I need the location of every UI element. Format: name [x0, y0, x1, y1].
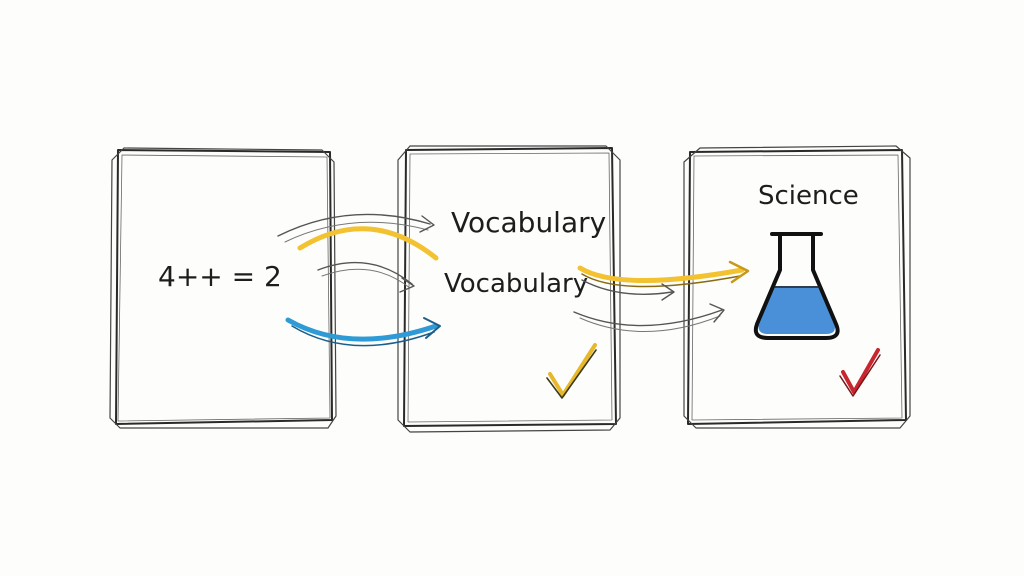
panel-language: Vocabulary Vocabulary	[397, 145, 621, 433]
checkmark-stroke	[548, 343, 597, 397]
arrow-icon	[321, 268, 411, 289]
arrow-icon	[577, 265, 745, 284]
arrow-head	[661, 283, 675, 301]
arrows-language-to-science	[573, 260, 750, 332]
checkmark-stroke	[841, 348, 880, 394]
checkmark-outline	[546, 349, 597, 399]
arrow-icon	[581, 279, 673, 295]
arrow-icon	[277, 213, 431, 237]
arrow-head	[419, 215, 435, 233]
panel-frame-sketch	[109, 147, 337, 429]
arrow-head	[728, 260, 750, 284]
panel-math: 4++ = 2	[109, 147, 337, 429]
arrow-icon	[285, 317, 439, 342]
arrow-icon	[579, 315, 721, 332]
flask-body	[753, 234, 840, 340]
arrow-icon	[297, 226, 439, 261]
checkmark-outline	[839, 354, 881, 397]
arrow-head	[709, 303, 725, 323]
checkmark-icon	[839, 348, 881, 397]
panel-frame-sketch	[691, 154, 903, 421]
math-equation-text: 4++ = 2	[158, 260, 282, 293]
arrow-head	[423, 317, 441, 339]
vocabulary-label-bottom: Vocabulary	[444, 269, 588, 299]
vocabulary-label-top: Vocabulary	[451, 206, 606, 239]
panel-frame	[115, 149, 333, 425]
panel-frame-sketch	[117, 154, 331, 422]
arrow-head	[399, 277, 415, 293]
arrows-math-to-language	[277, 213, 441, 347]
flask-liquid	[758, 286, 835, 334]
arrow-icon	[581, 273, 741, 288]
panel-frame-sketch	[397, 145, 621, 433]
flask-icon	[753, 232, 840, 340]
checkmark-icon	[546, 343, 597, 399]
arrow-icon	[573, 309, 723, 327]
arrow-icon	[291, 325, 435, 347]
arrow-icon	[317, 261, 413, 285]
science-label: Science	[758, 181, 859, 211]
panel-frame-sketch	[683, 145, 911, 429]
panel-science: Science	[683, 145, 911, 429]
arrow-icon	[284, 221, 429, 243]
